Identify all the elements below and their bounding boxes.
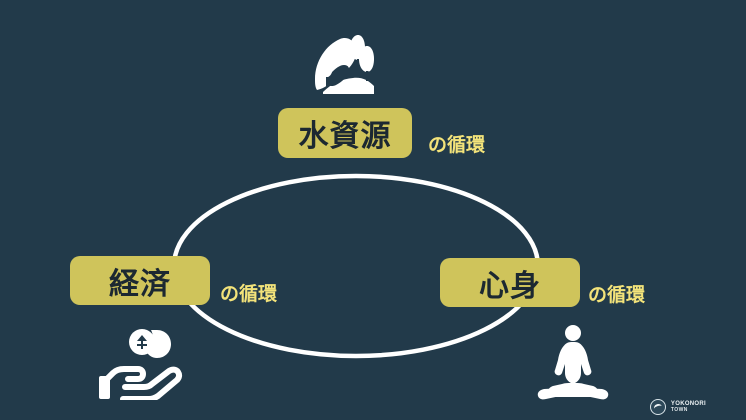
landscape-icon [315, 35, 374, 94]
yokonori-town-logo [649, 399, 666, 415]
meditation-icon [537, 325, 609, 400]
node-water-suffix: の循環 [428, 134, 486, 156]
node-economy-label: 経済 [109, 266, 171, 302]
brand-line-2: TOWN [670, 406, 688, 413]
brand-logo: YOKONORI TOWN [649, 399, 706, 415]
brand-text: YOKONORI TOWN [671, 401, 706, 413]
node-water: 水資源 [278, 108, 412, 158]
brand-line-1: YOKONORI [670, 401, 706, 408]
node-economy-suffix: の循環 [220, 283, 278, 305]
node-water-label: 水資源 [298, 119, 392, 154]
node-mind-body: 心身 [440, 258, 580, 307]
money-hand-icon [99, 329, 183, 400]
node-mind-body-label: 心身 [479, 268, 541, 304]
node-economy: 経済 [70, 256, 210, 305]
node-mind-body-suffix: の循環 [588, 284, 646, 306]
